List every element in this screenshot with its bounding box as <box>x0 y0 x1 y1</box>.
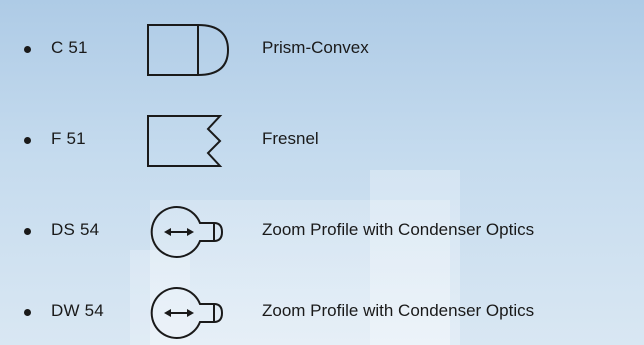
bullet <box>24 309 31 316</box>
zoom-profile-condenser-icon <box>150 206 224 258</box>
item-label: Zoom Profile with Condenser Optics <box>262 220 535 239</box>
item-code: DW 54 <box>51 301 104 320</box>
item-label: Fresnel <box>262 129 319 148</box>
item-label: Zoom Profile with Condenser Optics <box>262 301 535 320</box>
background-building-tower <box>370 170 460 345</box>
list-item: DW 54 Zoom Profile with Condenser Optics <box>0 283 644 343</box>
list-item: C 51 Prism-Convex <box>0 20 644 80</box>
item-code: DS 54 <box>51 220 100 239</box>
bullet <box>24 137 31 144</box>
zoom-profile-condenser-icon <box>150 287 224 339</box>
list-item: F 51 Fresnel <box>0 111 644 171</box>
bullet <box>24 228 31 235</box>
item-label: Prism-Convex <box>262 38 369 57</box>
list-item: DS 54 Zoom Profile with Condenser Optics <box>0 202 644 262</box>
background-building <box>150 200 450 345</box>
background-building-wing <box>130 250 190 345</box>
bullet <box>24 46 31 53</box>
item-code: C 51 <box>51 38 88 57</box>
fresnel-lens-icon <box>147 115 223 167</box>
item-code: F 51 <box>51 129 86 148</box>
prism-convex-lens-icon <box>147 24 230 76</box>
